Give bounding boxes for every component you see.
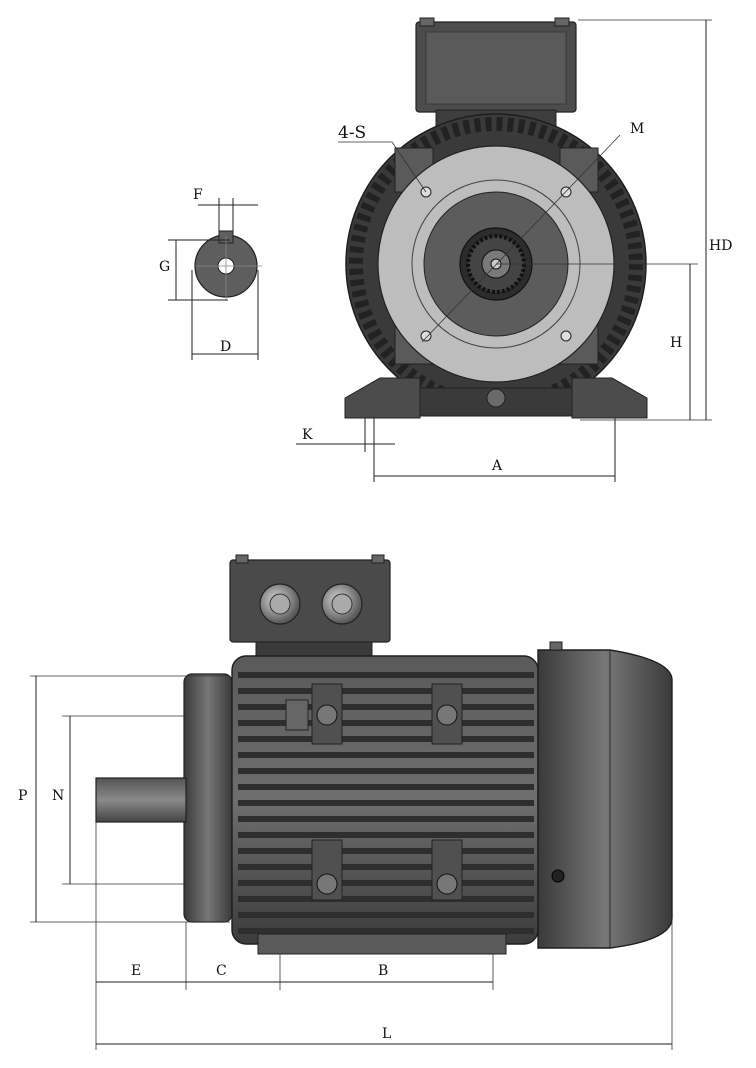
cooling-fin: [238, 848, 534, 854]
label-c: C: [216, 963, 227, 979]
label-g: G: [159, 259, 170, 275]
cooling-fin: [238, 912, 534, 918]
terminal-side-bolt-right: [371, 554, 385, 564]
terminal-bolt-right: [554, 17, 570, 27]
cooling-fin: [238, 704, 534, 710]
label-l: L: [382, 1026, 391, 1042]
label-four-s: 4-S: [338, 123, 366, 143]
drain-plug: [486, 388, 506, 408]
label-p: P: [18, 788, 27, 804]
foot-left: [344, 377, 421, 419]
bolt-bottom-left: [316, 873, 338, 895]
label-a: A: [491, 458, 503, 474]
flange-hole-br: [560, 330, 572, 342]
cable-gland-left-inner: [269, 593, 291, 615]
bolt-top-right: [436, 704, 458, 726]
fan-cover-screw: [551, 869, 565, 883]
cooling-fin: [238, 864, 534, 870]
label-h: H: [670, 335, 682, 351]
cooling-fin: [238, 800, 534, 806]
bolt-top-left: [316, 704, 338, 726]
cooling-fin: [238, 736, 534, 742]
cooling-fin: [238, 784, 534, 790]
cooling-fin: [238, 672, 534, 678]
cooling-fin: [238, 832, 534, 838]
fan-cover-tab: [549, 641, 563, 651]
label-b: B: [378, 963, 388, 979]
side-shaft: [95, 777, 187, 823]
cooling-fin: [238, 928, 534, 934]
cooling-fin: [238, 688, 534, 694]
front-view: M 4-S H HD K A: [296, 17, 732, 482]
cooling-fin: [238, 816, 534, 822]
terminal-box-face: [425, 31, 567, 105]
cable-gland-right-inner: [331, 593, 353, 615]
cooling-fin: [238, 768, 534, 774]
foot-right: [571, 377, 648, 419]
terminal-side-bolt-left: [235, 554, 249, 564]
label-n: N: [52, 788, 64, 804]
label-m: M: [630, 121, 644, 137]
fan-cover: [537, 649, 673, 949]
cooling-fin: [238, 896, 534, 902]
m-pitch-line: [421, 134, 621, 343]
terminal-bolt-left: [419, 17, 435, 27]
label-k: K: [302, 427, 313, 443]
label-e: E: [131, 963, 141, 979]
earth-terminal: [285, 699, 309, 731]
shaft-section-view: F G D: [159, 187, 262, 360]
cooling-fin: [238, 720, 534, 726]
terminal-box-side: [229, 559, 391, 643]
bolt-bottom-right: [436, 873, 458, 895]
label-d: D: [220, 339, 231, 355]
label-hd: HD: [709, 238, 732, 254]
four-s-leader: [338, 141, 427, 193]
label-f: F: [193, 187, 203, 203]
cooling-fin: [238, 880, 534, 886]
side-foot: [257, 933, 507, 955]
flange-hole-bl: [420, 330, 432, 342]
side-view: P N E C B L: [18, 554, 673, 1050]
cooling-fin: [238, 752, 534, 758]
cooling-fins: [238, 672, 534, 934]
side-flange: [183, 673, 233, 923]
